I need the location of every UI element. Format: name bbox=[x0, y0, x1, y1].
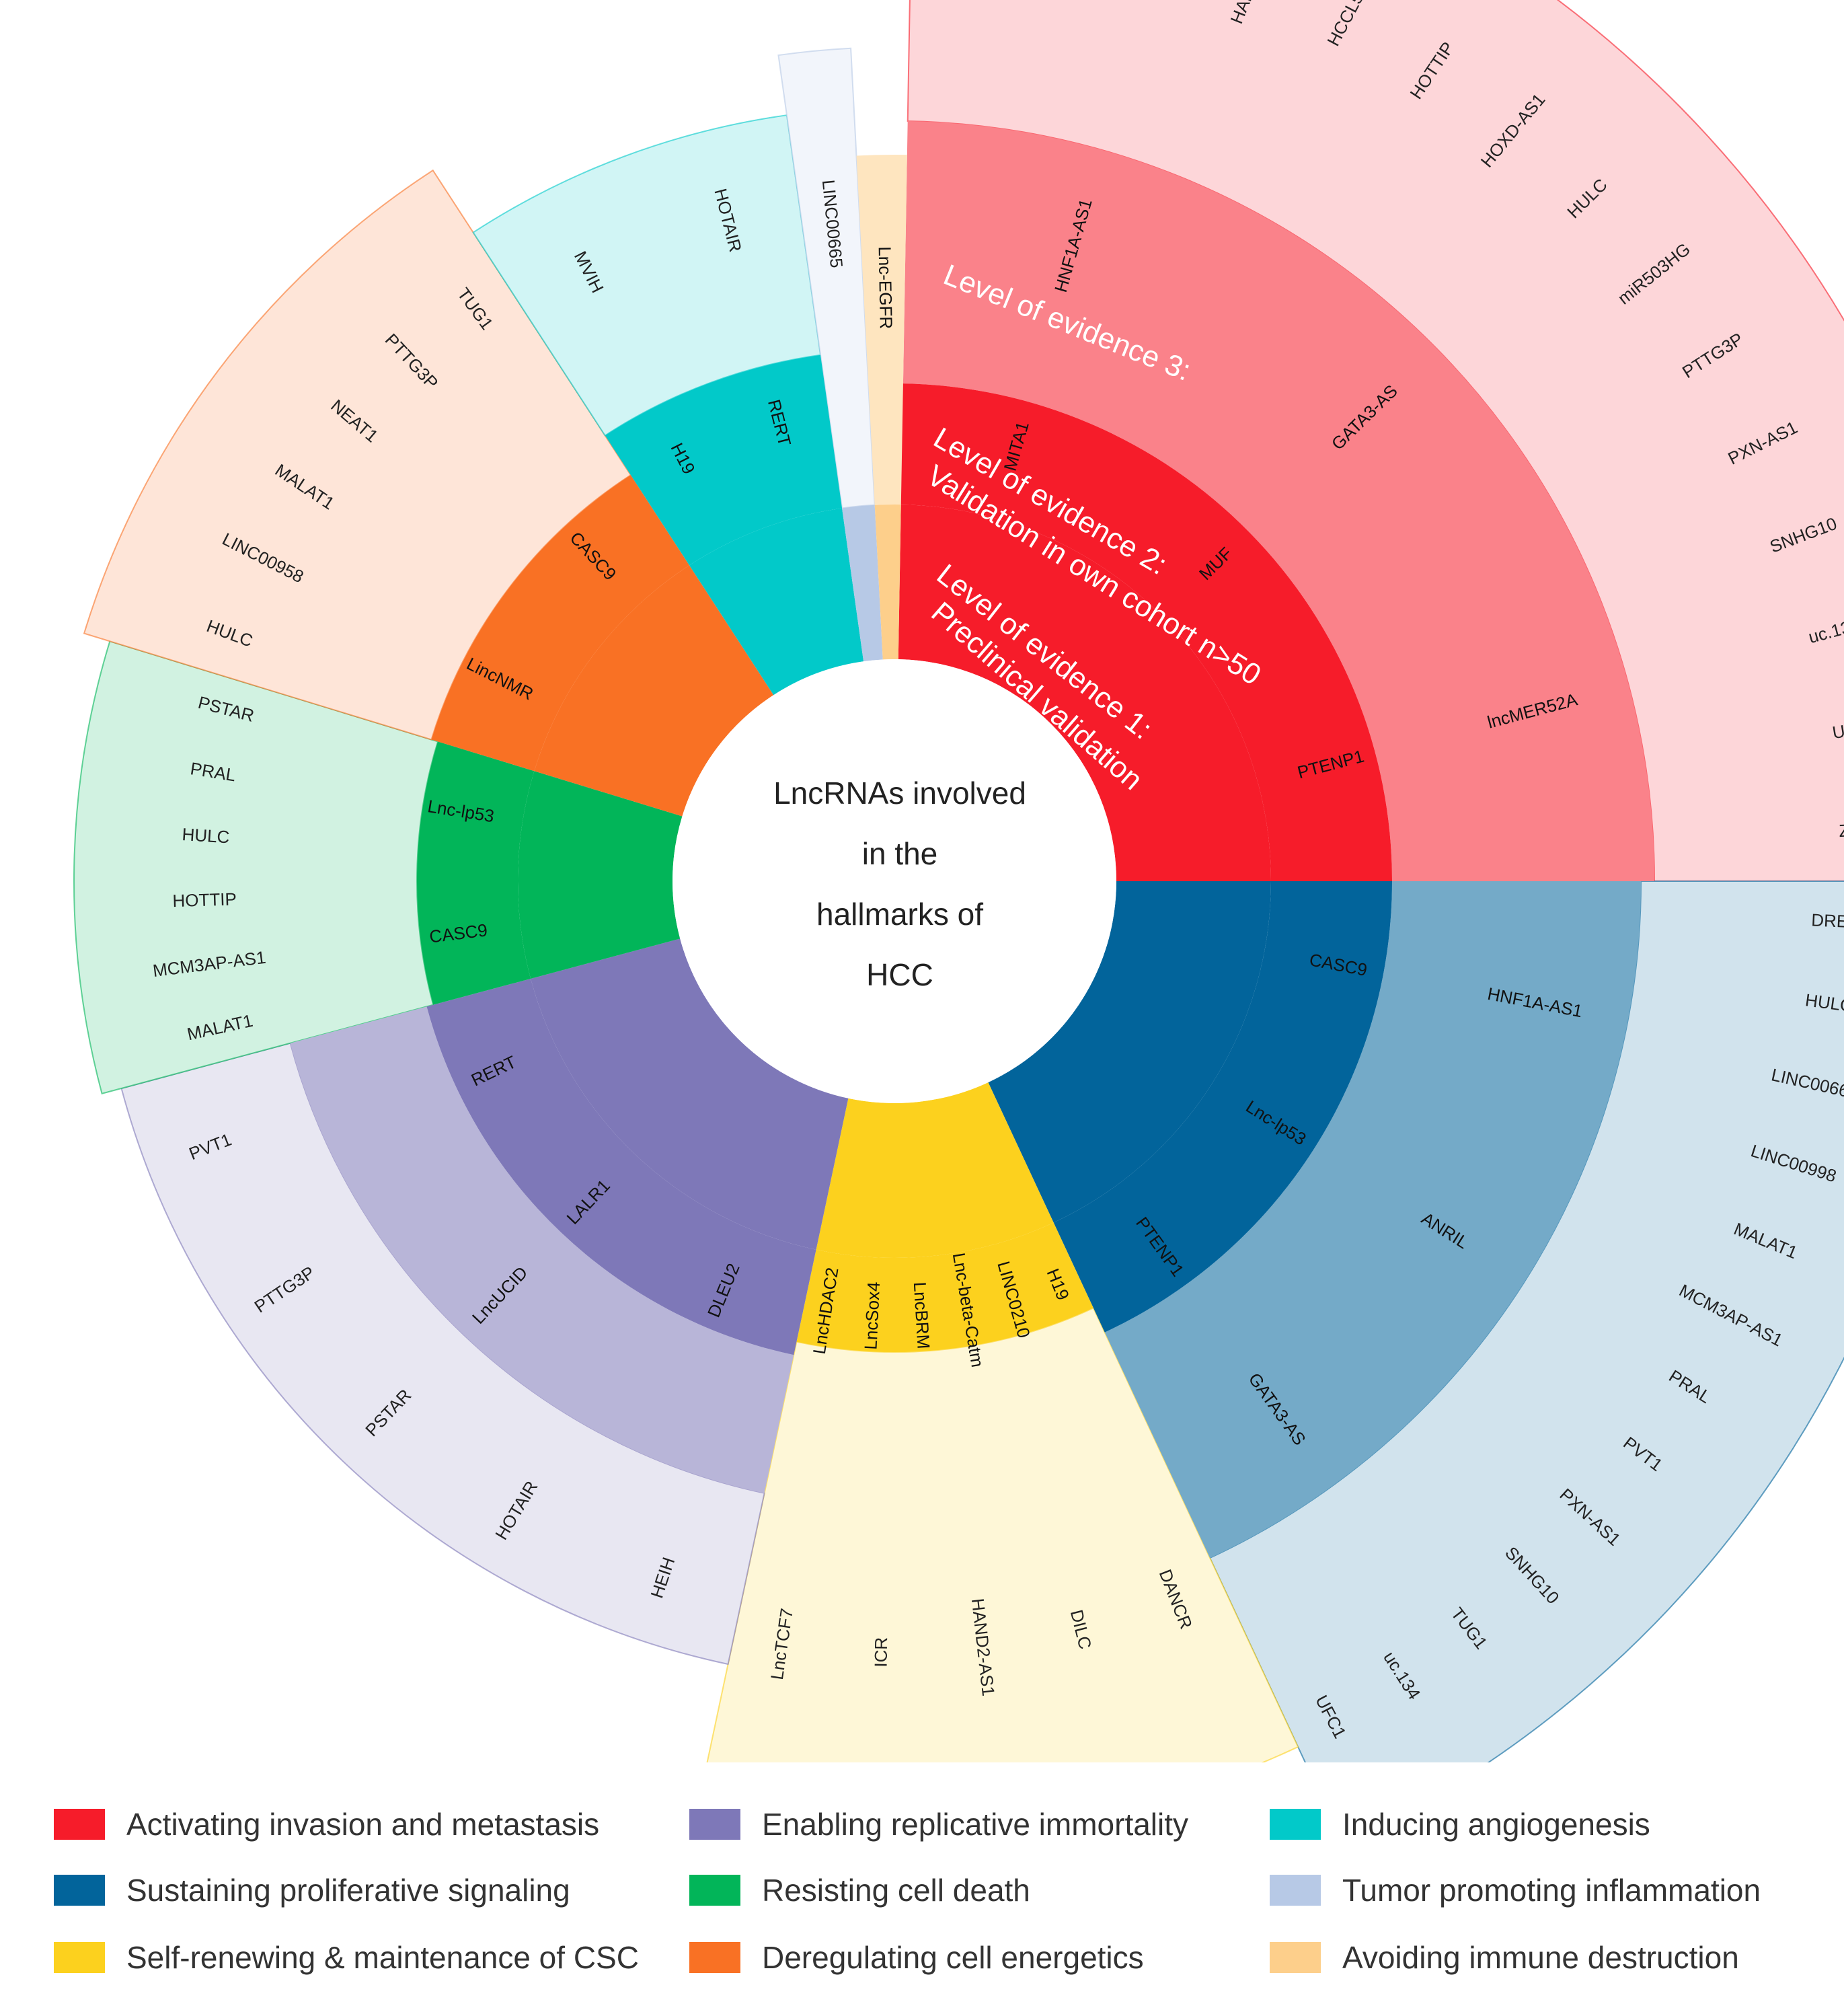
legend-item-energetics: Deregulating cell energetics bbox=[689, 1931, 1144, 1984]
sector-angiogenesis-level1 bbox=[605, 354, 843, 566]
sector-proliferative-level1 bbox=[1053, 881, 1392, 1333]
sector-csc-level1 bbox=[796, 1222, 1093, 1353]
sector-immune-level2 bbox=[856, 155, 907, 505]
gene-label-csc-level1: LncSox4 bbox=[860, 1281, 884, 1351]
hallmarks-sunburst-diagram: MITA1MUFPTENP1HNF1A-AS1GATA3-ASlncMER52A… bbox=[0, 0, 1844, 1762]
legend-label: Activating invasion and metastasis bbox=[126, 1807, 600, 1842]
legend-label: Avoiding immune destruction bbox=[1342, 1940, 1739, 1975]
legend-item-proliferative: Sustaining proliferative signaling bbox=[54, 1863, 570, 1917]
legend-label: Self-renewing & maintenance of CSC bbox=[126, 1940, 639, 1975]
legend-swatch bbox=[1270, 1942, 1321, 1973]
legend-label: Sustaining proliferative signaling bbox=[126, 1873, 570, 1908]
legend-swatch bbox=[54, 1942, 105, 1973]
sector-invasion-core bbox=[898, 505, 1271, 881]
sector-immune-core bbox=[874, 505, 901, 660]
sector-cell_death-level1 bbox=[417, 741, 535, 1005]
sector-invasion-level1 bbox=[900, 383, 1392, 881]
legend-item-inflammation: Tumor promoting inflammation bbox=[1270, 1863, 1761, 1917]
legend-item-immortality: Enabling replicative immortality bbox=[689, 1797, 1188, 1851]
gene-label-cell_death-level3: HULC bbox=[182, 824, 231, 847]
legend-label: Deregulating cell energetics bbox=[762, 1940, 1144, 1975]
sector-inflammation-core bbox=[842, 505, 883, 662]
legend-label: Enabling replicative immortality bbox=[762, 1807, 1189, 1842]
legend-swatch bbox=[1270, 1809, 1321, 1840]
gene-label-invasion-level3: ZFAS1 bbox=[1839, 818, 1844, 841]
legend-swatch bbox=[689, 1942, 740, 1973]
legend-item-invasion: Activating invasion and metastasis bbox=[54, 1797, 599, 1851]
center-title-line-3: hallmarks of bbox=[816, 897, 983, 932]
sector-csc-core bbox=[816, 1082, 1054, 1258]
gene-label-cell_death-level3: HOTTIP bbox=[172, 889, 237, 911]
legend-label: Resisting cell death bbox=[762, 1873, 1030, 1908]
sector-immortality-level1 bbox=[426, 978, 816, 1355]
legend-label: Inducing angiogenesis bbox=[1342, 1807, 1650, 1842]
sector-energetics-core bbox=[534, 565, 774, 817]
sector-proliferative-level2 bbox=[1104, 881, 1641, 1559]
legend-swatch bbox=[689, 1875, 740, 1906]
legend-item-immune: Avoiding immune destruction bbox=[1270, 1931, 1739, 1984]
center-hub: LncRNAs involved in the hallmarks of HCC bbox=[673, 659, 1116, 1103]
center-title-line-2: in the bbox=[862, 836, 938, 871]
sector-proliferative-core bbox=[988, 881, 1271, 1223]
legend-swatch bbox=[54, 1809, 105, 1840]
legend: Activating invasion and metastasis Susta… bbox=[54, 1797, 1829, 1999]
sector-layer bbox=[73, 0, 1844, 1762]
gene-label-csc-level3: ICR bbox=[871, 1637, 892, 1668]
gene-label-invasion-level3: UFC1 bbox=[1831, 716, 1844, 743]
sector-immortality-level2 bbox=[290, 1006, 794, 1493]
gene-label-csc-level1: LncBRM bbox=[910, 1281, 934, 1349]
gene-label-proliferative-level3: DREH bbox=[1811, 909, 1844, 932]
legend-item-angiogenesis: Inducing angiogenesis bbox=[1270, 1797, 1650, 1851]
sector-energetics-level1 bbox=[431, 475, 690, 772]
legend-item-cell-death: Resisting cell death bbox=[689, 1863, 1030, 1917]
sector-angiogenesis-core bbox=[689, 508, 864, 696]
sector-invasion-level2 bbox=[902, 121, 1654, 881]
legend-swatch bbox=[689, 1809, 740, 1840]
legend-swatch bbox=[1270, 1875, 1321, 1906]
sector-cell_death-core bbox=[518, 771, 683, 979]
evidence-level-3-label-line-2: Correlation with overall survival bbox=[0, 0, 410, 7]
center-title-line-4: HCC bbox=[866, 957, 933, 992]
legend-swatch bbox=[54, 1875, 105, 1906]
legend-item-csc: Self-renewing & maintenance of CSC bbox=[54, 1931, 639, 1984]
gene-label-immune-level2: Lnc-EGFR bbox=[875, 246, 896, 329]
center-title-line-1: LncRNAs involved bbox=[773, 776, 1026, 811]
sector-immortality-core bbox=[531, 938, 849, 1250]
legend-label: Tumor promoting inflammation bbox=[1342, 1873, 1761, 1908]
